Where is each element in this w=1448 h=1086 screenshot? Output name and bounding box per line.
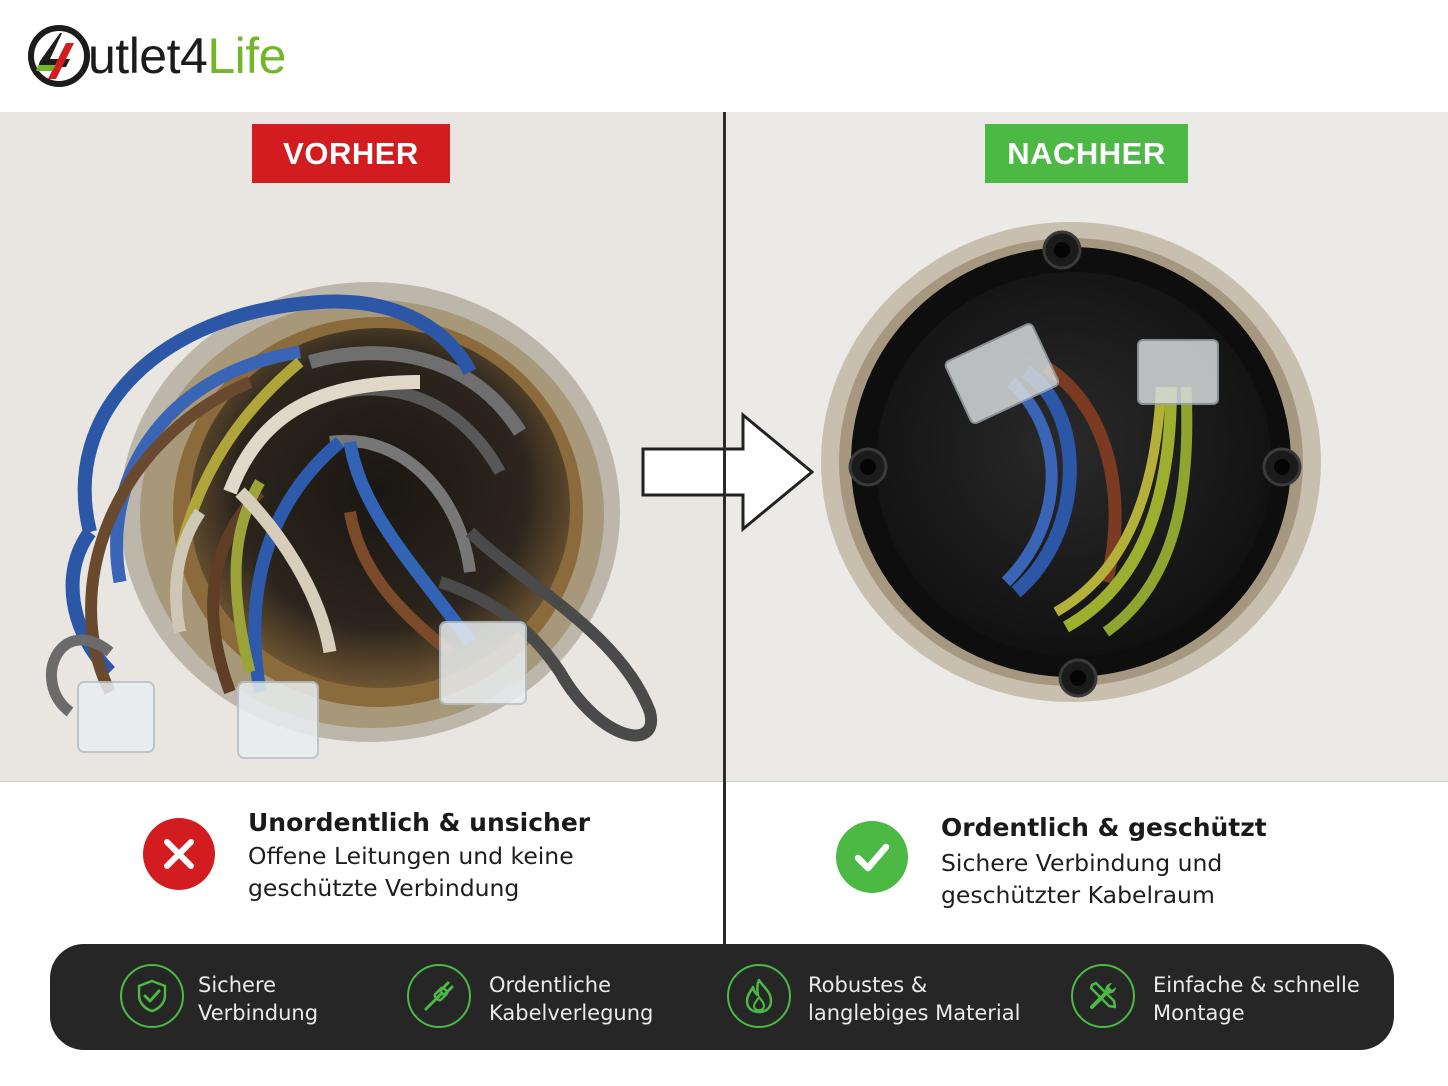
outlet4life-logo-icon — [28, 25, 90, 87]
arrow-right-icon — [641, 412, 815, 532]
feature-bar: Sichere Verbindung Ordentliche Kabelverl… — [50, 944, 1394, 1050]
before-photo — [0, 112, 723, 782]
feature-line2: Verbindung — [198, 1001, 319, 1025]
feature-item: Ordentliche Kabelverlegung — [407, 944, 687, 1050]
feature-item: Einfache & schnelle Montage — [1071, 944, 1371, 1050]
brand-wordmark: utlet4Life — [88, 31, 286, 81]
header: utlet4Life — [0, 0, 1448, 112]
tools-icon — [1071, 964, 1135, 1028]
feature-line1: Robustes & — [808, 973, 928, 997]
before-description-line2: geschützte Verbindung — [248, 874, 520, 902]
feature-line1: Einfache & schnelle — [1153, 973, 1360, 997]
feature-text: Ordentliche Kabelverlegung — [489, 971, 653, 1027]
feature-text: Robustes & langlebiges Material — [808, 971, 1020, 1027]
feature-text: Sichere Verbindung — [198, 971, 318, 1027]
check-mark-icon — [836, 821, 908, 893]
x-mark-icon — [143, 818, 215, 890]
after-description-line1: Sichere Verbindung und — [941, 849, 1223, 877]
feature-line1: Ordentliche — [489, 973, 612, 997]
after-title: Ordentlich & geschützt — [941, 813, 1267, 842]
shield-check-icon — [120, 964, 184, 1028]
feature-line2: Kabelverlegung — [489, 1001, 654, 1025]
feature-item: Sichere Verbindung — [120, 944, 380, 1050]
flame-icon — [727, 964, 791, 1028]
feature-text: Einfache & schnelle Montage — [1153, 971, 1360, 1027]
feature-item: Robustes & langlebiges Material — [727, 944, 1037, 1050]
brand-name-part2: Life — [207, 28, 286, 84]
before-badge: VORHER — [252, 124, 450, 183]
center-divider — [723, 112, 726, 944]
brand-logo: utlet4Life — [26, 16, 286, 96]
after-description-line2: geschützter Kabelraum — [941, 881, 1215, 909]
feature-line2: langlebiges Material — [808, 1001, 1021, 1025]
brand-name-part1: utlet4 — [88, 28, 208, 84]
after-badge: NACHHER — [985, 124, 1188, 183]
feature-line2: Montage — [1153, 1001, 1245, 1025]
cable-icon — [407, 964, 471, 1028]
before-description-line1: Offene Leitungen und keine — [248, 842, 574, 870]
after-photo — [726, 112, 1448, 782]
feature-line1: Sichere — [198, 973, 277, 997]
before-title: Unordentlich & unsicher — [248, 808, 591, 837]
